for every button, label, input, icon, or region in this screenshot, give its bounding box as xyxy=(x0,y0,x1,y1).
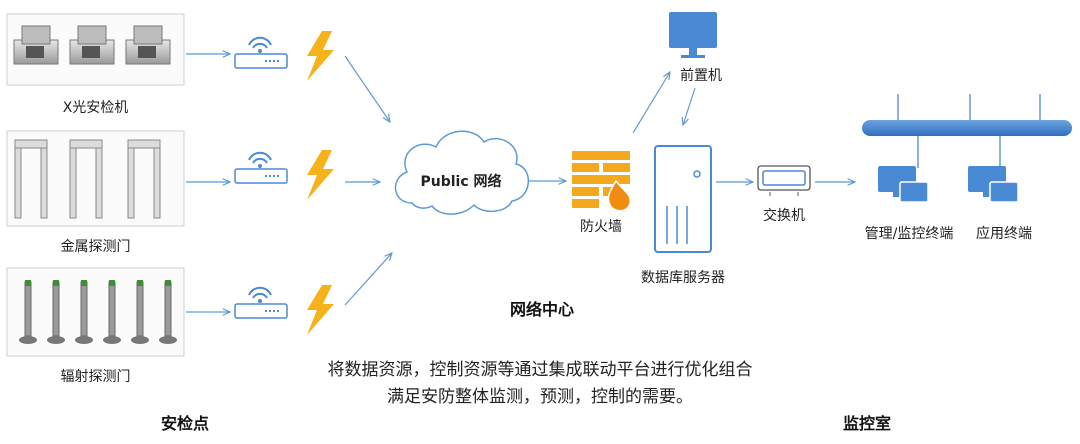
metal-detector-image xyxy=(6,130,185,227)
radiation-pole xyxy=(108,281,116,337)
wireless-router-icon-2 xyxy=(234,151,288,184)
radiation-pole-base xyxy=(159,336,177,344)
arrow-firewall-to-front-server xyxy=(632,72,670,134)
radiation-pole xyxy=(136,281,144,337)
radiation-pole xyxy=(52,281,60,337)
checkpoint-title: 安检点 xyxy=(160,414,209,433)
wireless-router-icon-3 xyxy=(234,286,288,319)
front-server-label: 前置机 xyxy=(680,68,722,84)
radiation-pole-base xyxy=(103,336,121,344)
radiation-pole-indicator xyxy=(109,280,115,286)
radiation-pole xyxy=(80,281,88,337)
public-network-label: Public 网络 xyxy=(420,174,502,190)
metal-detector-label: 金属探测门 xyxy=(60,239,131,255)
radiation-pole-indicator xyxy=(165,280,171,286)
mgmt-terminal-icon xyxy=(878,166,929,203)
switch-label: 交换机 xyxy=(763,208,805,224)
network-bus-bar xyxy=(862,120,1072,136)
database-server-label: 数据库服务器 xyxy=(641,270,725,286)
caption-line-1: 将数据资源，控制资源等通过集成联动平台进行优化组合 xyxy=(327,360,753,380)
monitor-room-title: 监控室 xyxy=(842,414,891,433)
lightning-bolt-icon-2 xyxy=(307,150,334,200)
radiation-detector-image xyxy=(6,267,185,357)
front-server-monitor-icon xyxy=(669,12,717,58)
database-server-icon xyxy=(654,145,712,253)
public-network-cloud xyxy=(394,130,530,215)
radiation-pole-base xyxy=(47,336,65,344)
lightning-bolt-icon-1 xyxy=(307,31,334,81)
radiation-pole-indicator xyxy=(137,280,143,286)
xray-machine-label: X光安检机 xyxy=(62,100,129,116)
lightning-bolt-icon-3 xyxy=(307,285,334,335)
switch-icon xyxy=(757,165,811,196)
app-terminal-icon xyxy=(968,166,1019,203)
app-terminal-label: 应用终端 xyxy=(976,226,1032,242)
radiation-pole xyxy=(24,281,32,337)
radiation-pole-indicator xyxy=(53,280,59,286)
firewall-label: 防火墙 xyxy=(580,219,622,235)
radiation-pole-base xyxy=(19,336,37,344)
radiation-pole xyxy=(164,281,172,337)
network-center-title: 网络中心 xyxy=(509,300,574,319)
xray-machine-image xyxy=(6,13,185,86)
arrow-front-to-db-server xyxy=(683,87,696,125)
wireless-router-icon-1 xyxy=(234,36,288,69)
arrow-link1-to-cloud xyxy=(344,55,390,122)
mgmt-terminal-label: 管理/监控终端 xyxy=(864,226,954,242)
radiation-pole-base xyxy=(131,336,149,344)
arrow-link3-to-cloud xyxy=(344,253,392,306)
radiation-detector-label: 辐射探测门 xyxy=(60,369,131,385)
caption-line-2: 满足安防整体监测，预测，控制的需要。 xyxy=(387,387,693,407)
radiation-pole-indicator xyxy=(81,280,87,286)
radiation-pole-base xyxy=(75,336,93,344)
radiation-pole-indicator xyxy=(25,280,31,286)
firewall-icon xyxy=(572,151,632,212)
